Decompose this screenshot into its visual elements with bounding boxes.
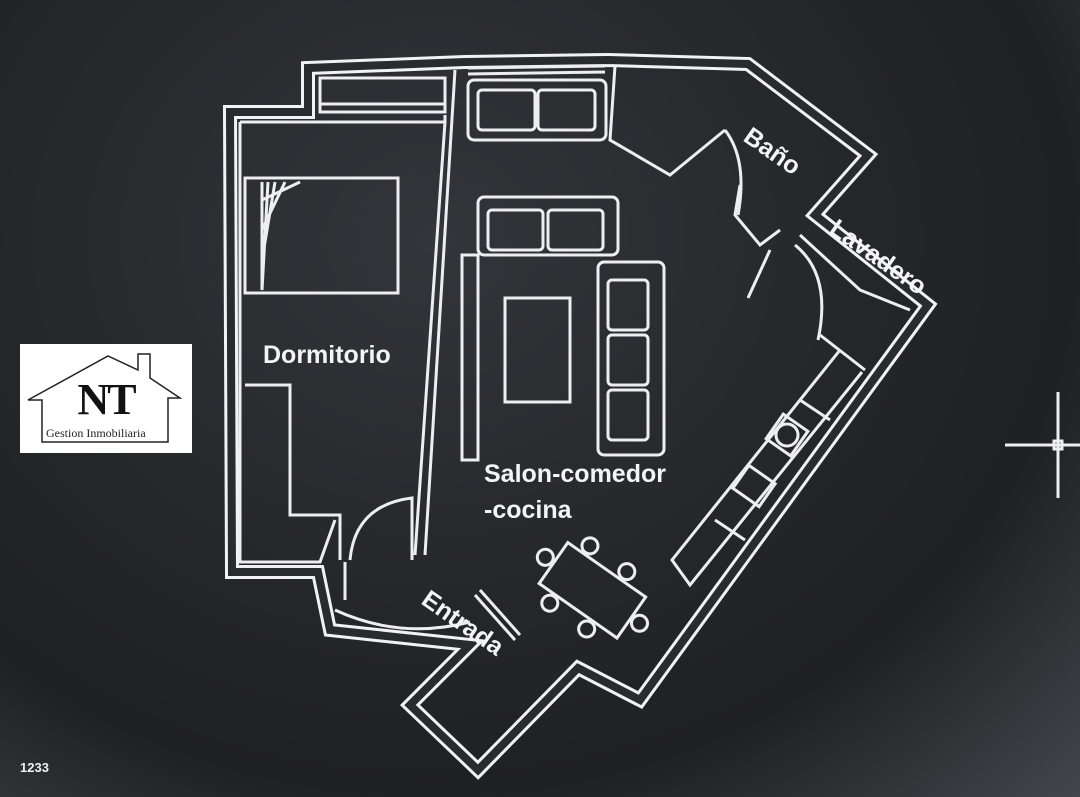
- room-label-salon: Salon-comedor: [484, 460, 666, 488]
- sofa-l: [476, 195, 666, 457]
- dining-table: [535, 536, 650, 641]
- logo-initials: NT: [77, 375, 136, 424]
- company-logo: NT Gestion Inmobiliaria: [20, 344, 192, 453]
- sofa-top: [466, 78, 608, 142]
- logo-company: Gestion Inmobiliaria: [46, 426, 146, 440]
- interior-walls: [238, 64, 911, 600]
- house-outline-icon: [27, 353, 183, 443]
- wardrobe: [245, 383, 342, 560]
- rug: [460, 253, 572, 462]
- doors: [334, 129, 824, 641]
- kitchen-counter: [670, 349, 864, 588]
- room-label-dormitorio: Dormitorio: [263, 341, 391, 369]
- room-label-bano: Baño: [739, 122, 806, 181]
- room-label-lavadero: Lavadero: [825, 214, 932, 301]
- bed: [243, 176, 400, 295]
- room-label-cocina: -cocina: [484, 496, 573, 524]
- crosshair-cursor: [1005, 392, 1080, 498]
- outer-walls: [222, 52, 938, 780]
- reference-code: 1233: [20, 760, 49, 775]
